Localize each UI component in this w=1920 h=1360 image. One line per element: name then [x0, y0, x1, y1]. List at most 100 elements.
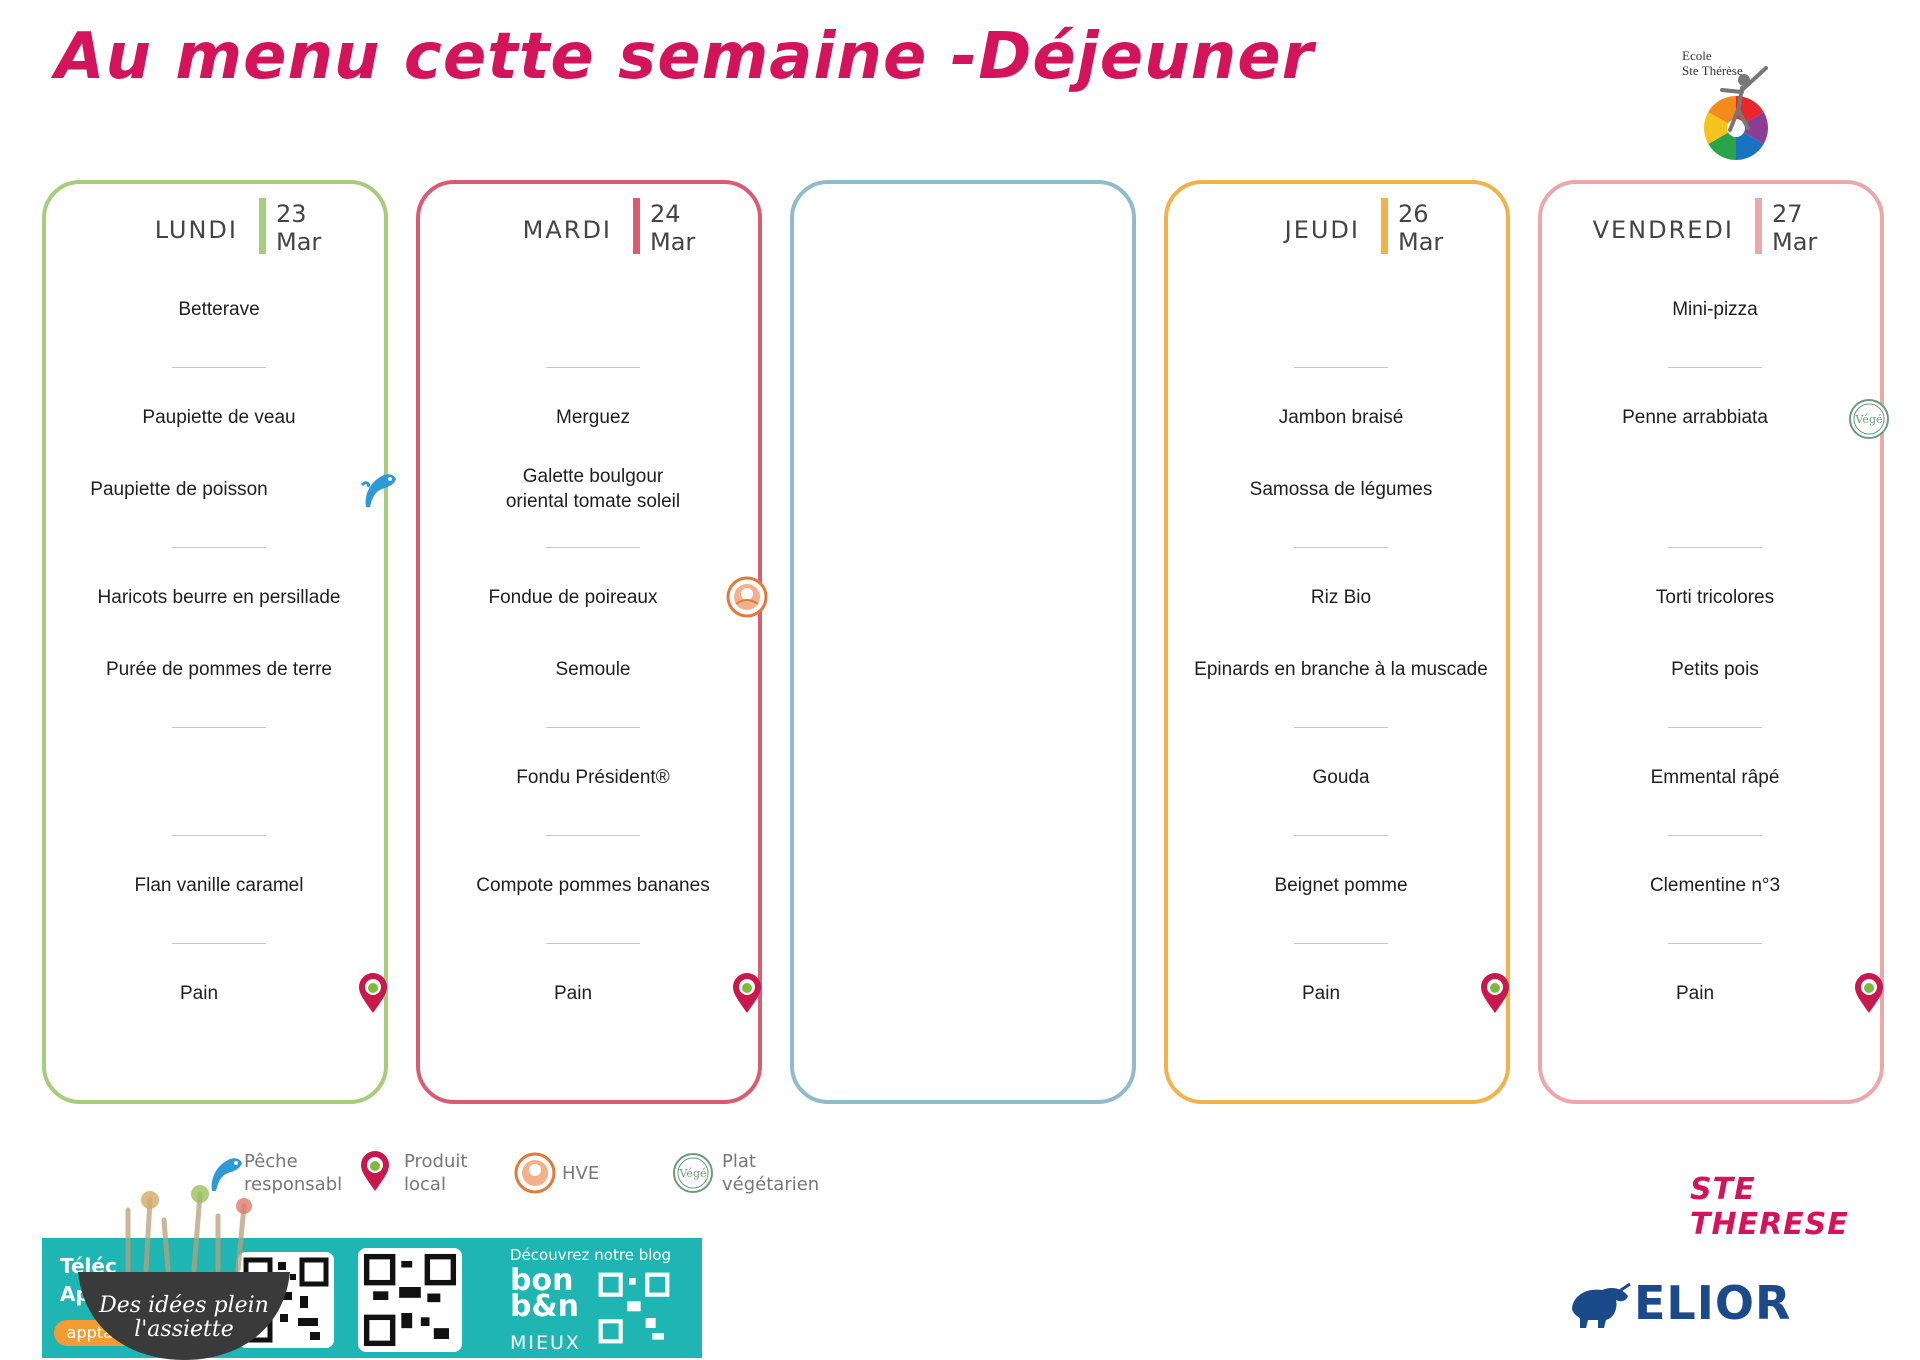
separator: [546, 835, 640, 836]
school-emblem-icon: [1704, 66, 1768, 160]
separator: [546, 943, 640, 944]
vege-icon: Végé: [673, 1153, 713, 1193]
qr-code[interactable]: [358, 1248, 462, 1352]
site-name: STE THERESE: [1690, 1172, 1849, 1242]
day-name: LUNDI: [154, 216, 238, 244]
menu-item: Compote pommes bananes: [476, 875, 710, 896]
menu-item: Jambon braisé: [1278, 407, 1404, 428]
menu-item: Pain: [179, 983, 219, 1004]
local-product-pin-icon: [1481, 973, 1509, 1013]
legend-label: Plat végétarien: [722, 1151, 820, 1195]
menu-item: Torti tricolores: [1655, 587, 1775, 608]
fish-icon: [360, 474, 396, 507]
menu-item: oriental tomate soleil: [505, 491, 681, 512]
bull-icon: [1572, 1282, 1631, 1328]
separator: [1668, 835, 1762, 836]
legend-label: Produit local: [404, 1151, 468, 1195]
menu-item: Flan vanille caramel: [134, 875, 304, 896]
menu-item: Betterave: [178, 299, 260, 320]
separator: [1294, 943, 1388, 944]
menu-item: Pain: [553, 983, 593, 1004]
vege-icon: Végé: [1849, 399, 1889, 439]
hve-icon: [726, 576, 768, 618]
menu-item: Semoule: [555, 659, 631, 680]
bonbon-logo: bon b&n: [510, 1263, 579, 1324]
brand-name: ELIOR: [1634, 1276, 1792, 1330]
menu-item: Paupiette de poisson: [90, 479, 268, 500]
day-divider: [1755, 198, 1762, 254]
page-title: Au menu cette semaine -Déjeuner: [55, 20, 1315, 94]
kitchen-utensils-icon: [78, 1185, 290, 1360]
separator: [1668, 367, 1762, 368]
menu-item: Pain: [1675, 983, 1715, 1004]
separator: [172, 547, 266, 548]
blog-label: Découvrez notre blog: [510, 1246, 672, 1264]
day-column-vendredi: VENDREDI 27 Mar Mini-pizza Penne arrabbi…: [1538, 180, 1889, 1104]
separator: [546, 547, 640, 548]
qr-code[interactable]: [594, 1268, 674, 1348]
elior-logo: ELIOR: [1568, 1270, 1790, 1340]
menu-item: Fondu Président®: [516, 767, 670, 788]
separator: [1294, 367, 1388, 368]
day-name: VENDREDI: [1592, 216, 1734, 244]
menu-item: Purée de pommes de terre: [105, 659, 332, 680]
qr-icon: [363, 1253, 457, 1347]
menu-item: Riz Bio: [1310, 587, 1372, 608]
menu-item: Epinards en branche à la muscade: [1194, 659, 1488, 680]
day-column-mardi: MARDI 24 Mar Merguez Galette boulgour or…: [416, 180, 768, 1104]
mieux-label: MIEUX: [510, 1332, 581, 1354]
day-date: 24 Mar: [650, 200, 696, 256]
day-name: MARDI: [522, 216, 612, 244]
legend-label: Pêche responsabl: [244, 1151, 343, 1195]
separator: [172, 943, 266, 944]
menu-item: Samossa de légumes: [1249, 479, 1433, 500]
menu-item: Fondue de poireaux: [488, 587, 658, 608]
separator: [1294, 727, 1388, 728]
day-column-jeudi: JEUDI 26 Mar Jambon braisé Samossa de lé…: [1164, 180, 1510, 1104]
day-column-empty: [790, 180, 1136, 1104]
menu-item: Haricots beurre en persillade: [97, 587, 341, 608]
separator: [546, 367, 640, 368]
qr-icon: [598, 1272, 670, 1344]
menu-item: Mini-pizza: [1672, 299, 1758, 320]
day-name: JEUDI: [1284, 216, 1360, 244]
separator: [1294, 835, 1388, 836]
day-date: 23 Mar: [276, 200, 322, 256]
menu-item: Petits pois: [1671, 659, 1759, 680]
menu-item: Merguez: [556, 407, 630, 428]
svg-text:Végé: Végé: [679, 1167, 707, 1180]
separator: [1668, 943, 1762, 944]
separator: [1668, 727, 1762, 728]
legend-label: HVE: [562, 1163, 600, 1184]
plate-logo: Des idées plein l'assiette: [68, 1185, 300, 1360]
day-divider: [633, 198, 640, 254]
local-product-pin-icon: [733, 973, 761, 1013]
day-date: 27 Mar: [1772, 200, 1818, 256]
menu-item: Penne arrabbiata: [1622, 407, 1768, 428]
menu-item: Emmental râpé: [1650, 767, 1780, 788]
svg-text:Végé: Végé: [1855, 413, 1883, 426]
day-divider: [1381, 198, 1388, 254]
fish-icon: [211, 1158, 242, 1191]
separator: [1668, 547, 1762, 548]
menu-item: Beignet pomme: [1274, 875, 1408, 896]
separator: [172, 835, 266, 836]
menu-item: Clementine n°3: [1649, 875, 1781, 896]
separator: [1294, 547, 1388, 548]
separator: [546, 727, 640, 728]
local-product-pin-icon: [359, 973, 387, 1013]
separator: [172, 727, 266, 728]
school-name: Ecole Ste Thérèse: [1682, 48, 1743, 78]
day-date: 26 Mar: [1398, 200, 1444, 256]
menu-item: Galette boulgour: [522, 466, 664, 487]
plate-slogan: Des idées plein l'assiette: [99, 1293, 269, 1342]
menu-item: Paupiette de veau: [142, 407, 296, 428]
local-product-pin-icon: [361, 1151, 389, 1191]
hve-icon: [514, 1152, 556, 1194]
menu-item: Gouda: [1312, 767, 1370, 788]
separator: [172, 367, 266, 368]
local-product-pin-icon: [1855, 973, 1883, 1013]
school-logo: Ecole Ste Thérèse: [1618, 20, 1808, 180]
day-divider: [259, 198, 266, 254]
